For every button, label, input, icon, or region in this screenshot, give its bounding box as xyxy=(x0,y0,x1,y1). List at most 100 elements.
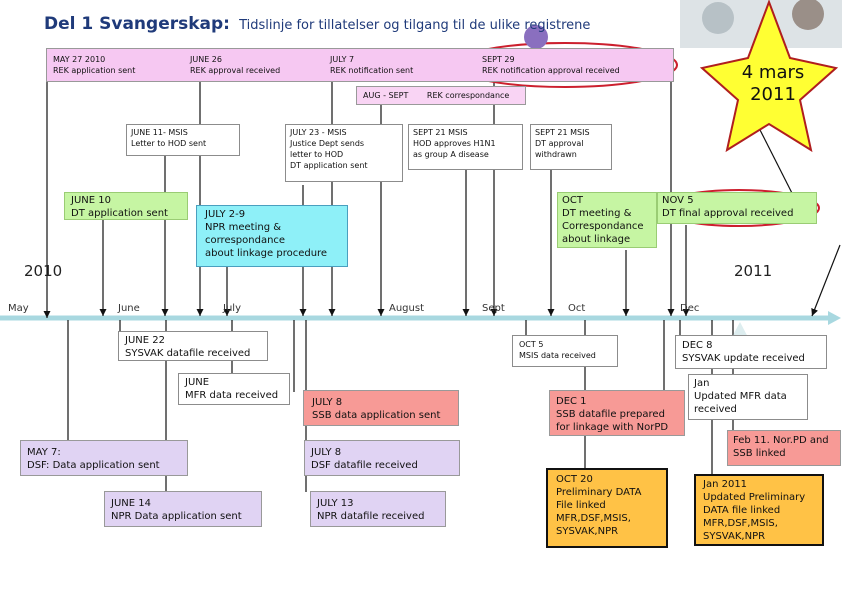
event-label: withdrawn xyxy=(535,150,577,159)
date-label: DEC 8 xyxy=(682,340,713,351)
event-label: DT approval xyxy=(535,139,584,148)
event-label: as group A disease xyxy=(413,150,489,159)
connector xyxy=(754,119,798,204)
event-label: NPR datafile received xyxy=(317,511,425,522)
npr-meeting-box: JULY 2-9 NPR meeting & correspondance ab… xyxy=(196,205,348,267)
event-label: REK application sent xyxy=(53,66,136,75)
date-label: OCT 20 xyxy=(556,474,593,485)
event-label: Preliminary DATA xyxy=(556,487,642,498)
month-label: Oct xyxy=(568,303,586,314)
sysvak-dec-box: DEC 8 SYSVAK update received xyxy=(675,335,827,369)
oct-dt-meeting-box: OCT DT meeting & Correspondance about li… xyxy=(557,192,657,248)
ssb-dec-box: DEC 1 SSB datafile prepared for linkage … xyxy=(549,390,685,436)
date-label: DEC 1 xyxy=(556,396,587,407)
dt-sent-box: JUNE 10 DT application sent xyxy=(64,192,188,220)
rek-correspondance-box: AUG - SEPT REK correspondance xyxy=(356,86,526,105)
date-label: MAY 27 2010 xyxy=(53,55,106,64)
photo-decoration xyxy=(792,0,824,30)
event-label: NPR meeting & xyxy=(205,222,282,233)
sysvak-june-box: JUNE 22 SYSVAK datafile received xyxy=(118,331,268,361)
mfr-june-box: JUNE MFR data received xyxy=(178,373,290,405)
msis-letter-box: JUNE 11- MSIS Letter to HOD sent xyxy=(126,124,240,156)
event-label: REK notification approval received xyxy=(482,66,620,75)
event-label: REK correspondance xyxy=(426,91,510,100)
date-label: MAY 7: xyxy=(27,447,61,458)
date-label: JULY 8 xyxy=(311,447,342,458)
event-label: received xyxy=(694,404,737,415)
event-label: SSB linked xyxy=(733,448,786,459)
event-label: SYSVAK,NPR xyxy=(703,531,766,542)
npr-june-box: JUNE 14 NPR Data application sent xyxy=(104,491,262,527)
event-label: Updated MFR data xyxy=(694,391,787,402)
date-label: JULY 8 xyxy=(312,397,343,408)
date-label: JULY 7 xyxy=(330,55,355,64)
rek-notification-approval-box: SEPT 29 REK notification approval receiv… xyxy=(478,52,668,78)
event-label: DSF: Data application sent xyxy=(27,460,160,471)
event-label: SSB datafile prepared xyxy=(556,409,665,420)
star-shape xyxy=(699,0,839,153)
event-label: DT final approval received xyxy=(662,208,794,219)
date-label: JULY 13 xyxy=(317,498,354,509)
date-label: Feb 11. Nor.PD and xyxy=(733,435,829,446)
star-line-2: 2011 xyxy=(750,84,796,105)
date-label: SEPT 29 xyxy=(482,55,515,64)
event-label: DSF datafile received xyxy=(311,460,418,471)
date-label: JULY 2-9 xyxy=(205,209,246,220)
page-title: Del 1 Svangerskap: Tidslinje for tillate… xyxy=(44,14,590,34)
event-label: DATA file linked xyxy=(703,505,781,516)
event-label: Updated Preliminary xyxy=(703,492,806,503)
event-label: for linkage with NorPD xyxy=(556,422,669,433)
month-label: Sept xyxy=(482,303,505,314)
mfr-jan-box: Jan Updated MFR data received xyxy=(688,374,808,420)
date-label: NOV 5 xyxy=(662,195,694,206)
ssb-july-box: JULY 8 SSB data application sent xyxy=(303,390,459,426)
event-label: File linked xyxy=(556,500,606,511)
star-label: 4 mars 2011 xyxy=(732,62,814,106)
month-label: May xyxy=(8,303,29,314)
dt-withdrawn-box: SEPT 21 MSIS DT approval withdrawn xyxy=(530,124,612,170)
oct20-linked-box: OCT 20 Preliminary DATA File linked MFR,… xyxy=(546,468,668,548)
event-label: SYSVAK update received xyxy=(682,353,805,364)
msis-justice-box: JULY 23 - MSIS Justice Dept sends letter… xyxy=(285,124,403,182)
event-label: DT application sent xyxy=(290,161,368,170)
title-subtitle: Tidslinje for tillatelser og tilgang til… xyxy=(239,18,591,33)
event-label: MFR,DSF,MSIS, xyxy=(556,513,631,524)
event-label: about linkage procedure xyxy=(205,248,328,259)
event-label: DT application sent xyxy=(71,208,168,219)
date-label: JUNE 11- MSIS xyxy=(131,128,188,137)
date-label: JUNE xyxy=(185,377,210,388)
date-label: OCT 5 xyxy=(519,340,544,349)
rek-band xyxy=(46,48,674,82)
rek-notification-box: JULY 7 REK notification sent xyxy=(326,52,466,78)
month-label: August xyxy=(389,303,424,314)
rek-approval-box: JUNE 26 REK approval received xyxy=(186,52,326,78)
year-2011-label: 2011 xyxy=(734,262,773,280)
date-label: SEPT 21 MSIS xyxy=(535,128,590,137)
connector xyxy=(811,244,841,317)
event-label: NPR Data application sent xyxy=(111,511,242,522)
date-label: OCT xyxy=(562,195,583,206)
date-label: JUNE 10 xyxy=(71,195,111,206)
event-label: MSIS data received xyxy=(519,351,596,360)
month-label: June xyxy=(118,303,140,314)
event-label: SYSVAK,NPR xyxy=(556,526,619,537)
event-label: REK notification sent xyxy=(330,66,414,75)
dsf-july-box: JULY 8 DSF datafile received xyxy=(304,440,460,476)
jan2011-linked-box: Jan 2011 Updated Preliminary DATA file l… xyxy=(694,474,824,546)
event-label: Letter to HOD sent xyxy=(131,139,207,148)
event-label: MFR data received xyxy=(185,390,279,401)
hod-approves-box: SEPT 21 MSIS HOD approves H1N1 as group … xyxy=(408,124,523,170)
msis-oct-box: OCT 5 MSIS data received xyxy=(512,335,618,367)
decoration-dot xyxy=(524,25,548,49)
rek-sent-box: MAY 27 2010 REK application sent xyxy=(49,52,189,78)
date-label: Jan 2011 xyxy=(703,479,748,490)
event-label: SYSVAK datafile received xyxy=(125,348,251,359)
event-label: SSB data application sent xyxy=(312,410,441,421)
date-label: JUNE 26 xyxy=(190,55,222,64)
date-label: JUNE 14 xyxy=(111,498,151,509)
event-label: HOD approves H1N1 xyxy=(413,139,496,148)
event-label: MFR,DSF,MSIS, xyxy=(703,518,778,529)
date-label: JULY 23 - MSIS xyxy=(290,128,347,137)
date-label: AUG - SEPT xyxy=(363,91,409,100)
